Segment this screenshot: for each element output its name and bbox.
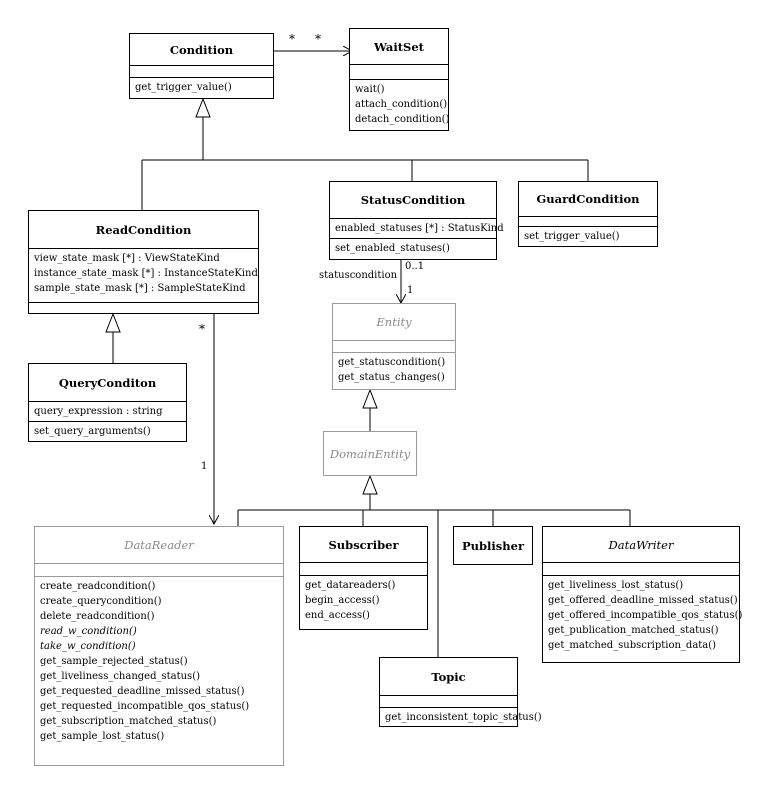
class-statuscondition: StatusCondition enabled_statuses [*] : S… [329, 181, 504, 260]
method: delete_readcondition() [40, 611, 155, 622]
class-topic-methods: get_inconsistent_topic_status() [380, 708, 542, 728]
multiplicity-entity: 1 [407, 285, 414, 296]
method: get_liveliness_changed_status() [40, 671, 200, 682]
class-guardcondition-methods: set_trigger_value() [519, 227, 657, 247]
method: create_querycondition() [40, 596, 162, 607]
multiplicity-condition: * [289, 32, 295, 46]
method: get_trigger_value() [135, 82, 232, 93]
generalization-triangle-condition [195, 97, 211, 118]
class-entity: Entity get_statuscondition() get_status_… [332, 303, 456, 390]
method: get_inconsistent_topic_status() [385, 712, 542, 723]
method: get_datareaders() [305, 580, 396, 591]
class-datareader: DataReader create_readcondition() create… [34, 526, 284, 766]
class-subscriber: Subscriber get_datareaders() begin_acces… [299, 526, 428, 630]
generalization-triangle-entity [362, 388, 378, 409]
method: get_status_changes() [338, 372, 445, 383]
method: get_matched_subscription_data() [548, 640, 717, 651]
generalization-triangle-domainentity [362, 474, 378, 495]
method: get_requested_incompatible_qos_status() [40, 701, 250, 712]
method: set_trigger_value() [524, 231, 620, 242]
class-datawriter-name: DataWriter [543, 527, 739, 563]
method: create_readcondition() [40, 581, 156, 592]
class-datareader-methods: create_readcondition() create_querycondi… [35, 577, 283, 747]
method: set_query_arguments() [34, 426, 151, 437]
class-guardcondition: GuardCondition set_trigger_value() [518, 181, 658, 247]
method: take_w_condition() [40, 641, 136, 652]
method: get_subscription_matched_status() [40, 716, 217, 727]
class-datawriter-methods: get_liveliness_lost_status() get_offered… [543, 576, 743, 656]
class-readcondition: ReadCondition view_state_mask [*] : View… [28, 210, 259, 314]
attribute: query_expression : string [34, 406, 163, 417]
class-datawriter: DataWriter get_liveliness_lost_status() … [542, 526, 743, 663]
class-publisher: Publisher [453, 526, 533, 565]
class-datawriter-attributes [543, 563, 739, 576]
class-querycondition-methods: set_query_arguments() [29, 422, 186, 442]
class-readcondition-name: ReadCondition [29, 211, 258, 249]
method: wait() [355, 84, 385, 95]
class-condition-attributes [130, 66, 273, 78]
class-subscriber-methods: get_datareaders() begin_access() end_acc… [300, 576, 427, 626]
multiplicity-statuscondition: 0..1 [405, 261, 425, 272]
method: get_liveliness_lost_status() [548, 580, 684, 591]
class-readcondition-attributes: view_state_mask [*] : ViewStateKind inst… [29, 249, 258, 303]
class-statuscondition-name: StatusCondition [330, 182, 496, 219]
class-waitset: WaitSet wait() attach_condition() detach… [349, 28, 449, 131]
class-querycondition-attributes: query_expression : string [29, 402, 186, 422]
method: set_enabled_statuses() [335, 243, 450, 254]
method: get_offered_incompatible_qos_status() [548, 610, 743, 621]
class-datareader-attributes [35, 564, 283, 577]
method: get_requested_deadline_missed_status() [40, 686, 245, 697]
role-statuscondition: statuscondition [319, 270, 398, 281]
class-statuscondition-methods: set_enabled_statuses() [330, 239, 496, 259]
class-topic: Topic get_inconsistent_topic_status() [379, 657, 542, 728]
class-subscriber-name: Subscriber [300, 527, 427, 563]
class-waitset-methods: wait() attach_condition() detach_conditi… [350, 80, 450, 130]
class-topic-name: Topic [380, 658, 517, 696]
method: detach_condition() [355, 114, 450, 125]
method: begin_access() [305, 595, 380, 606]
class-entity-name: Entity [333, 304, 455, 341]
attribute: instance_state_mask [*] : InstanceStateK… [34, 268, 258, 279]
class-entity-methods: get_statuscondition() get_status_changes… [333, 353, 455, 388]
method: end_access() [305, 610, 370, 621]
method: get_publication_matched_status() [548, 625, 719, 636]
multiplicity-waitset: * [315, 32, 321, 46]
class-domainentity: DomainEntity [323, 431, 417, 476]
method: get_sample_rejected_status() [40, 656, 188, 667]
class-statuscondition-attributes: enabled_statuses [*] : StatusKind [330, 219, 504, 239]
class-waitset-attributes [350, 65, 448, 80]
attribute: enabled_statuses [*] : StatusKind [335, 223, 504, 234]
class-domainentity-name: DomainEntity [329, 446, 411, 461]
class-publisher-name: Publisher [462, 538, 524, 553]
generalization-triangle-readcondition [105, 312, 121, 333]
method: get_sample_lost_status() [40, 731, 165, 742]
class-querycondition: QueryConditon query_expression : string … [28, 363, 187, 442]
method: attach_condition() [355, 99, 448, 110]
class-subscriber-attributes [300, 563, 427, 576]
class-datareader-name: DataReader [35, 527, 283, 564]
class-entity-attributes [333, 341, 455, 353]
class-condition-name: Condition [130, 34, 273, 66]
method: get_statuscondition() [338, 357, 446, 368]
multiplicity-datareader: 1 [201, 461, 208, 472]
class-condition-methods: get_trigger_value() [130, 78, 273, 98]
attribute: sample_state_mask [*] : SampleStateKind [34, 283, 246, 294]
class-readcondition-methods [29, 303, 258, 308]
class-guardcondition-name: GuardCondition [519, 182, 657, 217]
multiplicity-readcondition: * [199, 322, 205, 336]
attribute: view_state_mask [*] : ViewStateKind [34, 253, 220, 264]
class-querycondition-name: QueryConditon [29, 364, 186, 402]
class-topic-attributes [380, 696, 517, 708]
method: get_offered_deadline_missed_status() [548, 595, 738, 606]
method: read_w_condition() [40, 626, 137, 637]
class-guardcondition-attributes [519, 217, 657, 227]
class-waitset-name: WaitSet [350, 29, 448, 65]
class-condition: Condition get_trigger_value() [129, 33, 274, 99]
